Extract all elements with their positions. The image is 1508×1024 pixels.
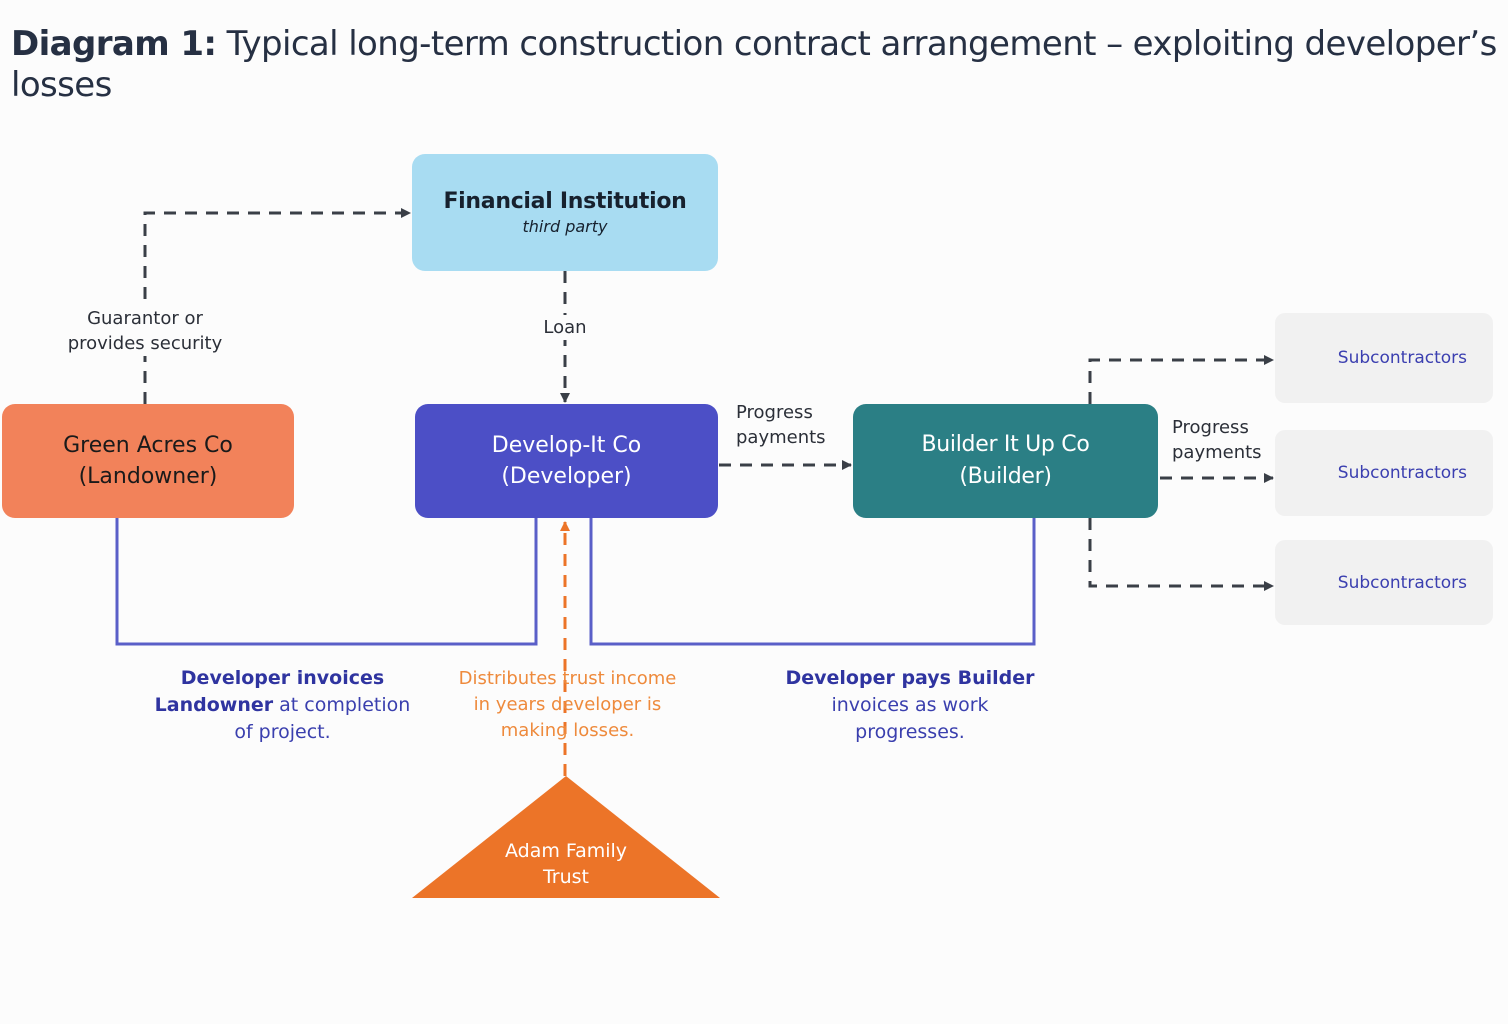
caption-bold: Landowner (154, 694, 274, 716)
landowner-invoice-caption: Developer invoices Landowner at completi… (140, 665, 425, 746)
node-subtitle: third party (522, 216, 608, 236)
progress-payments-label-developer: Progress payments (736, 400, 836, 450)
subcontractors-node: Subcontractors (1275, 430, 1493, 516)
subcontractors-node: Subcontractors (1275, 540, 1493, 625)
caption-text: invoices as work (831, 694, 989, 716)
node-name: Green Acres Co (63, 433, 233, 458)
node-role: (Developer) (501, 464, 632, 489)
progress-payments-label-builder: Progress payments (1172, 415, 1272, 465)
caption-text: of project. (234, 721, 331, 743)
progress-label-line1: Progress (1172, 417, 1249, 438)
progress-label-line2: payments (1172, 442, 1262, 463)
diagram-title-number: Diagram 1: (11, 24, 217, 64)
trust-distribution-caption: Distributes trust income in years develo… (440, 666, 695, 744)
loan-label: Loan (535, 315, 595, 340)
node-name: Subcontractors (1337, 463, 1467, 483)
guarantor-label: Guarantor or provides security (52, 306, 238, 356)
developer-node: Develop-It Co (Developer) (415, 404, 718, 518)
builder-payment-caption: Developer pays Builder invoices as work … (770, 665, 1050, 746)
trust-triangle-shape (412, 776, 720, 898)
diagram-title-text: Typical long-term construction contract … (11, 24, 1497, 105)
guarantor-label-line1: Guarantor or (87, 308, 203, 329)
guarantor-label-line2: provides security (67, 333, 223, 354)
builder-sub3-connector (1088, 518, 1274, 591)
builder-sub1-connector (1088, 355, 1274, 404)
financial-institution-node: Financial Institution third party (412, 154, 718, 271)
trust-label-line2: Trust (542, 866, 589, 888)
caption-text: at completion (273, 694, 411, 716)
node-name: Subcontractors (1337, 348, 1467, 368)
node-name: Develop-It Co (491, 433, 642, 458)
diagram-title: Diagram 1: Typical long-term constructio… (11, 24, 1506, 106)
node-role: (Landowner) (78, 464, 218, 489)
trust-label-line1: Adam Family (504, 840, 628, 862)
builder-invoice-bracket (589, 518, 1036, 646)
progress-label-line1: Progress (736, 402, 813, 423)
builder-node: Builder It Up Co (Builder) (853, 404, 1158, 518)
caption-text: progresses. (855, 721, 965, 743)
caption-bold: Developer pays Builder (785, 667, 1035, 689)
trust-node (412, 776, 720, 898)
caption-text: making losses. (500, 720, 635, 741)
node-name: Builder It Up Co (921, 432, 1090, 457)
landowner-node: Green Acres Co (Landowner) (2, 404, 294, 518)
node-name: Financial Institution (443, 188, 687, 214)
node-role: (Builder) (959, 464, 1052, 489)
caption-text: Distributes trust income (458, 668, 677, 689)
subcontractors-node: Subcontractors (1275, 313, 1493, 403)
caption-text: in years developer is (473, 694, 662, 715)
landowner-invoice-bracket (115, 518, 538, 646)
trust-label: Adam Family Trust (412, 838, 720, 890)
node-name: Subcontractors (1337, 572, 1467, 593)
progress-label-line2: payments (736, 427, 826, 448)
caption-bold: Developer invoices (180, 667, 385, 689)
